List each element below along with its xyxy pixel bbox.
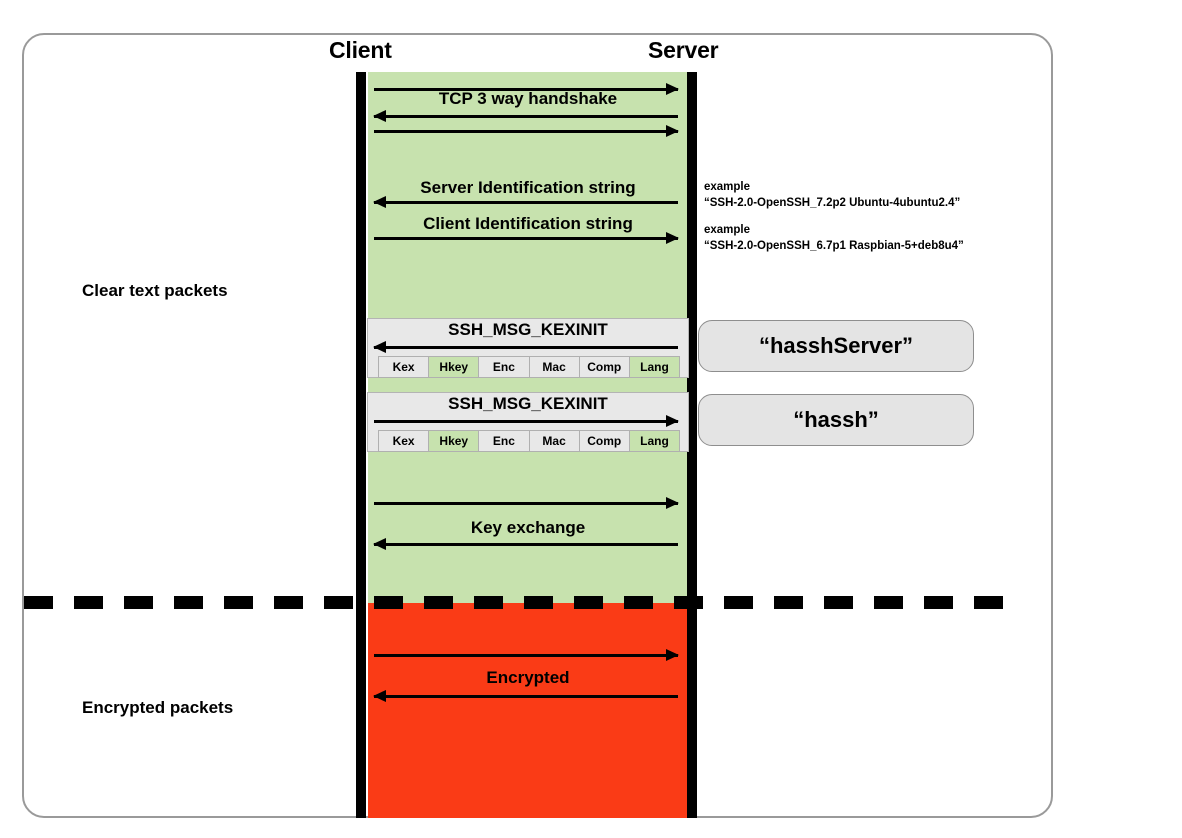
server-identification-arrow (373, 196, 678, 208)
arrow-head (373, 538, 386, 550)
kex-field-comp: Comp (578, 430, 629, 452)
hassh-client-callout: “hassh” (698, 394, 974, 446)
arrow-shaft (374, 543, 678, 546)
arrow-shaft (374, 115, 678, 118)
arrow-shaft (374, 237, 678, 240)
kex-field-hkey: Hkey (428, 430, 479, 452)
arrow-shaft (374, 420, 678, 423)
tcp-arrow-3 (374, 125, 679, 137)
encrypted-arrow-2 (373, 690, 678, 702)
client-kexinit-arrow (374, 415, 679, 427)
kex-field-enc: Enc (478, 430, 529, 452)
server-column-title: Server (648, 37, 719, 63)
arrow-shaft (374, 346, 678, 349)
tcp-handshake-caption: TCP 3 way handshake (438, 89, 618, 108)
kex-field-comp: Comp (578, 356, 629, 378)
server-kexinit-arrow (373, 341, 678, 353)
kex-field-kex: Kex (378, 430, 429, 452)
arrow-shaft (374, 654, 678, 657)
encrypted-caption: Encrypted (486, 668, 570, 687)
example-value: “SSH-2.0-OpenSSH_7.2p2 Ubuntu-4ubuntu2.4… (704, 197, 961, 210)
client-example-annotation: example “SSH-2.0-OpenSSH_6.7p1 Raspbian-… (704, 222, 964, 255)
arrow-head (666, 649, 679, 661)
arrow-head (666, 497, 679, 509)
arrow-head (666, 232, 679, 244)
client-column-title: Client (329, 37, 392, 63)
server-identification-caption: Server Identification string (420, 178, 636, 197)
arrow-head (373, 196, 386, 208)
encrypted-arrow-1 (374, 649, 679, 661)
arrow-shaft (374, 502, 678, 505)
arrow-head (666, 415, 679, 427)
key-exchange-arrow-1 (374, 497, 679, 509)
hassh-server-callout: “hasshServer” (698, 320, 974, 372)
example-label: example (704, 181, 751, 193)
clear-text-packets-label: Clear text packets (82, 281, 228, 300)
kex-field-mac: Mac (528, 430, 579, 452)
key-exchange-caption: Key exchange (470, 518, 586, 537)
client-kexinit-fields: Kex Hkey Enc Mac Comp Lang (378, 430, 681, 452)
server-lifeline (687, 72, 697, 818)
server-kexinit-fields: Kex Hkey Enc Mac Comp Lang (378, 356, 681, 378)
client-kexinit-title: SSH_MSG_KEXINIT (448, 394, 608, 413)
tcp-arrow-1 (374, 83, 679, 95)
arrow-head (373, 341, 386, 353)
encrypted-band (368, 603, 688, 818)
kex-field-hkey: Hkey (428, 356, 479, 378)
arrow-shaft (374, 88, 678, 91)
arrow-head (666, 125, 679, 137)
arrow-shaft (374, 201, 678, 204)
server-example-annotation: example “SSH-2.0-OpenSSH_7.2p2 Ubuntu-4u… (704, 179, 960, 212)
clear-encrypted-divider (24, 596, 1026, 609)
arrow-shaft (374, 130, 678, 133)
example-value: “SSH-2.0-OpenSSH_6.7p1 Raspbian-5+deb8u4… (704, 240, 964, 253)
server-kexinit-title: SSH_MSG_KEXINIT (448, 320, 608, 339)
kex-field-mac: Mac (528, 356, 579, 378)
tcp-arrow-2 (373, 110, 678, 122)
kex-field-enc: Enc (478, 356, 529, 378)
client-identification-caption: Client Identification string (423, 214, 633, 233)
arrow-shaft (374, 695, 678, 698)
arrow-head (666, 83, 679, 95)
arrow-head (373, 110, 386, 122)
example-label: example (704, 224, 751, 236)
kex-field-lang: Lang (628, 430, 681, 452)
kex-field-kex: Kex (378, 356, 429, 378)
kex-field-lang: Lang (628, 356, 681, 378)
arrow-head (373, 690, 386, 702)
client-lifeline (356, 72, 366, 818)
encrypted-packets-label: Encrypted packets (82, 698, 234, 717)
client-identification-arrow (374, 232, 679, 244)
key-exchange-arrow-2 (373, 538, 678, 550)
